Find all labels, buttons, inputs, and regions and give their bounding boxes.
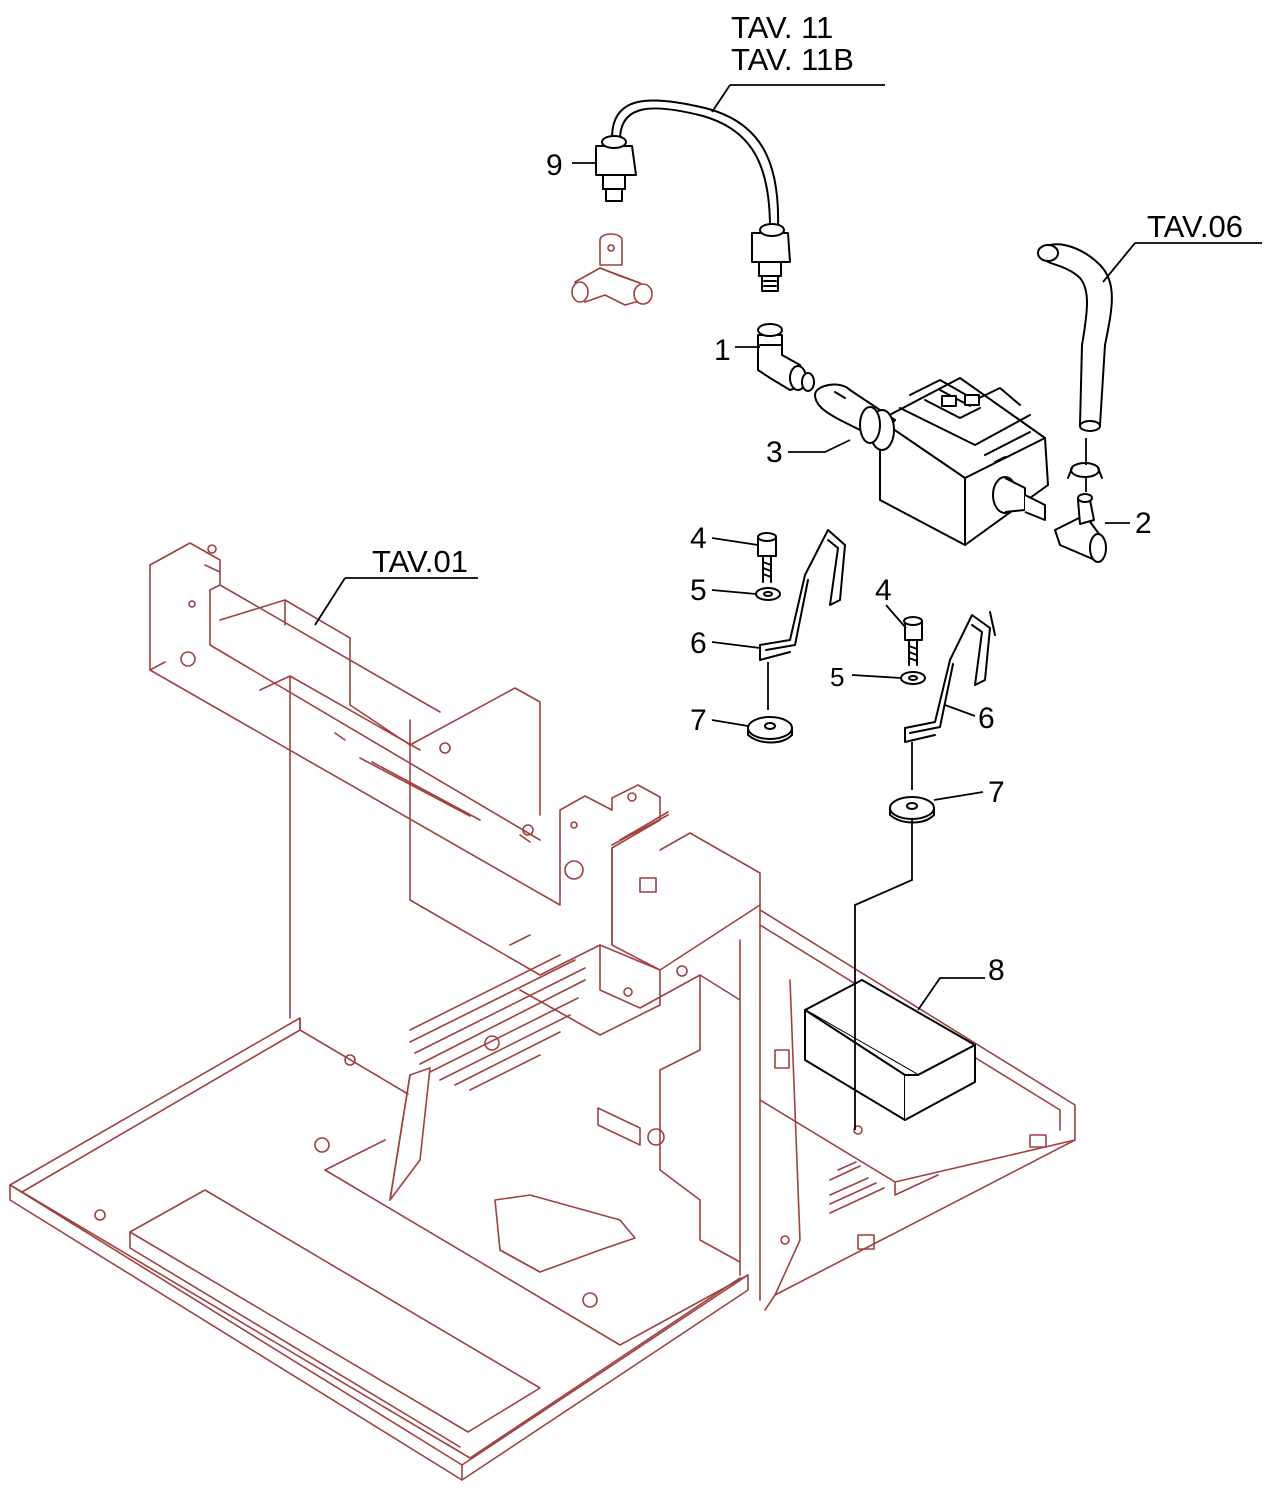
tube-assembly: [595, 99, 791, 292]
mount-set-left: [747, 529, 846, 744]
callout-4-left: 4: [690, 522, 707, 555]
reference-labels: TAV. 11 TAV. 11B TAV.06 TAV.01: [372, 10, 1243, 579]
part-1-elbow-fitting: [757, 323, 815, 392]
callout-4-right: 4: [875, 574, 892, 607]
mount-set-right: [889, 611, 996, 824]
leader-lines: [314, 84, 1262, 1130]
callout-6-left: 6: [690, 627, 707, 660]
ref-tav-06: TAV.06: [1147, 209, 1243, 244]
callout-2: 2: [1135, 507, 1152, 540]
callout-7-right: 7: [988, 776, 1005, 809]
ref-tav-11: TAV. 11: [731, 10, 833, 45]
red-tee-connector: [571, 233, 653, 306]
part-3-pump: [814, 377, 1049, 546]
callout-9: 9: [546, 149, 563, 182]
callout-labels: 9 1 3 2 4 5 6 7 4 5 6 7 8: [546, 149, 1152, 987]
callout-6-right: 6: [978, 702, 995, 735]
callout-5-left: 5: [690, 574, 707, 607]
callout-1: 1: [714, 334, 731, 367]
hose: [1037, 243, 1113, 432]
part-2-tee-fitting: [1054, 438, 1107, 563]
callout-5-right: 5: [830, 662, 844, 692]
callout-8: 8: [988, 954, 1005, 987]
ref-tav-11b: TAV. 11B: [731, 42, 854, 77]
ref-tav-01: TAV.01: [372, 544, 468, 579]
part-8-box: [804, 979, 976, 1121]
callout-7-left: 7: [690, 704, 707, 737]
callout-3: 3: [766, 436, 783, 469]
